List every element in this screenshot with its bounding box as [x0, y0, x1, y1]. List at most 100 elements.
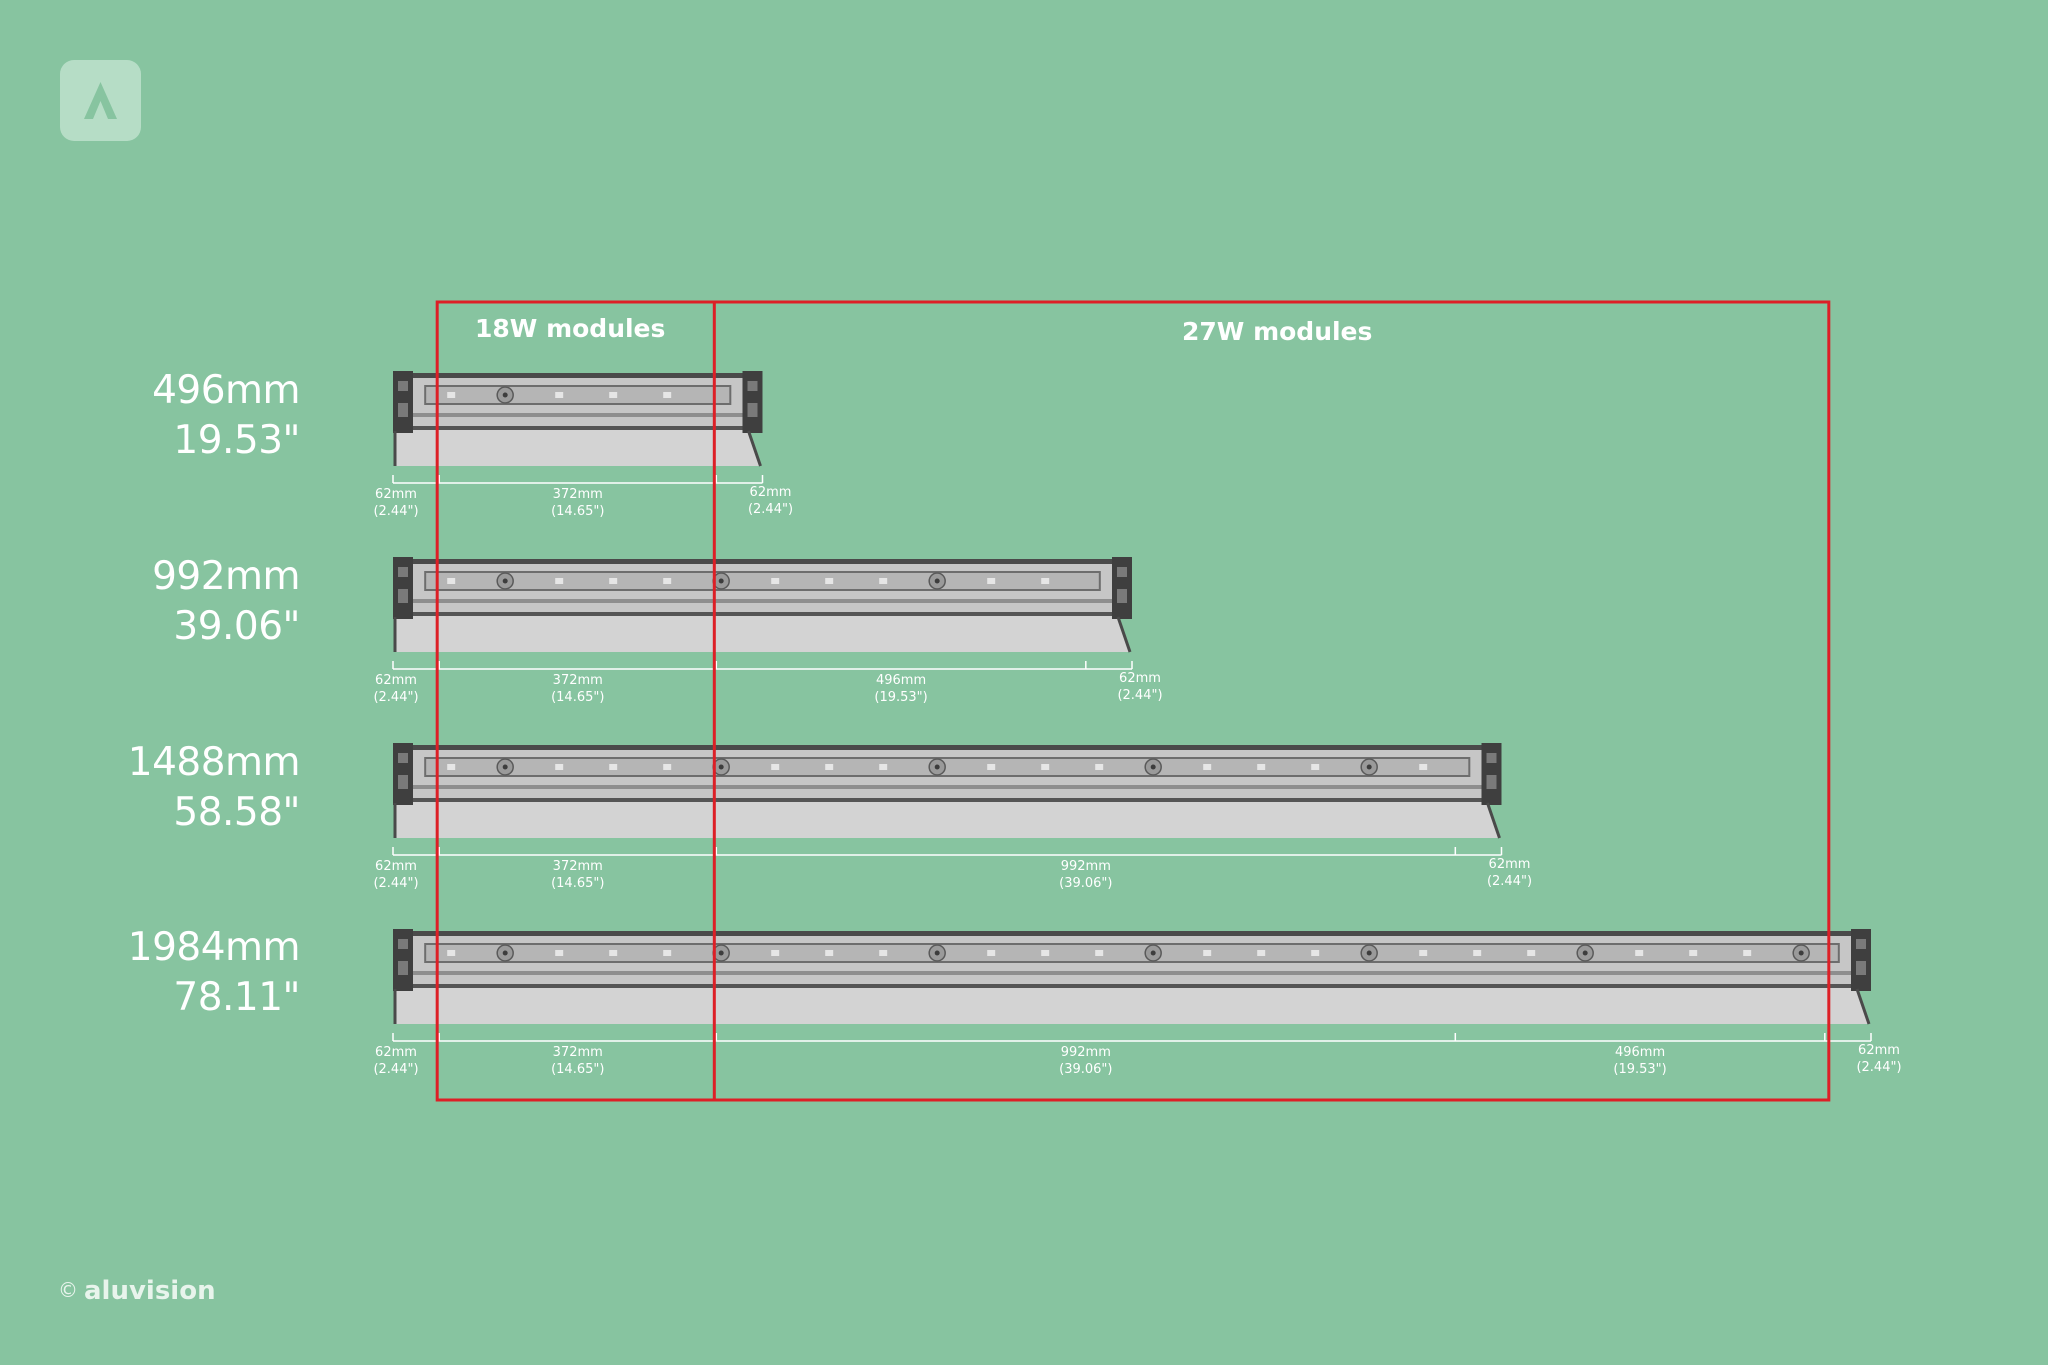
- led-lens-center: [934, 764, 940, 770]
- led-chip: [825, 578, 834, 584]
- rail-bottom-edge: [393, 426, 763, 430]
- fixture-length-inch: 19.53": [173, 418, 300, 463]
- led-chip: [555, 578, 564, 584]
- led-strip: [424, 943, 1840, 963]
- led-lens-center: [502, 950, 508, 956]
- led-chip: [609, 764, 618, 770]
- end-cap: [742, 371, 763, 433]
- dimension-line: [392, 847, 1503, 856]
- end-cap-slot: [1856, 961, 1866, 975]
- panel-edge: [747, 430, 762, 467]
- copyright-symbol: ©: [58, 1278, 78, 1302]
- segment-length-mm: 62mm: [1119, 671, 1161, 686]
- segment-length-mm: 992mm: [1060, 1045, 1111, 1060]
- led-chip: [1473, 950, 1482, 956]
- led-chip: [1203, 764, 1212, 770]
- led-chip: [609, 578, 618, 584]
- segment-length-inch: (2.44"): [373, 876, 419, 891]
- end-cap-slot: [398, 589, 408, 603]
- brand-wordmark: aluvision: [84, 1276, 216, 1306]
- segment-length-inch: (14.65"): [551, 876, 605, 891]
- led-strip: [424, 571, 1101, 591]
- led-lens-center: [1150, 764, 1156, 770]
- led-lens-center: [934, 578, 940, 584]
- led-chip: [1257, 950, 1266, 956]
- rail-groove: [393, 971, 1871, 975]
- led-lens-center: [1798, 950, 1804, 956]
- led-chip: [987, 950, 996, 956]
- group-title-18w: 18W modules: [475, 314, 666, 343]
- fixture-size-label: 1984mm 78.11": [128, 923, 301, 1023]
- led-lens-center: [502, 578, 508, 584]
- segment-length-mm: 62mm: [375, 859, 417, 874]
- led-chip: [1419, 764, 1428, 770]
- dimension-line: [392, 475, 764, 484]
- led-chip: [1041, 950, 1050, 956]
- dimension-line: [392, 1033, 1872, 1042]
- end-cap-slot: [1856, 939, 1866, 949]
- rail-top-edge: [393, 745, 1502, 750]
- end-cap-slot: [398, 961, 408, 975]
- led-chip: [1743, 950, 1752, 956]
- segment-length-inch: (39.06"): [1059, 1062, 1113, 1077]
- fixture-size-label: 1488mm 58.58": [128, 738, 301, 838]
- led-chip: [1527, 950, 1536, 956]
- segment-length-mm: 62mm: [375, 1045, 417, 1060]
- panel-edge: [1116, 616, 1132, 653]
- rail-bottom-edge: [393, 798, 1502, 802]
- segment-length-inch: (2.44"): [1486, 874, 1533, 889]
- led-chip: [771, 950, 780, 956]
- segment-dimension-label: 62mm(2.44"): [1856, 1042, 1901, 1076]
- led-chip: [1041, 578, 1050, 584]
- diffuser-panel: [395, 616, 1130, 652]
- rail-top-edge: [393, 931, 1871, 936]
- segment-dimension-label: 496mm (19.53"): [1613, 1044, 1666, 1078]
- aluvision-a-logo-icon: [84, 82, 117, 119]
- led-lens-center: [718, 950, 724, 956]
- end-cap: [393, 557, 413, 619]
- led-lens-center: [934, 950, 940, 956]
- diffuser-panel: [395, 802, 1500, 838]
- rail-groove: [393, 785, 1502, 789]
- led-strip: [424, 385, 732, 405]
- segment-length-inch: (14.65"): [551, 504, 605, 519]
- end-cap: [393, 743, 413, 805]
- aluvision-logo-tile: [60, 60, 141, 141]
- rail-bottom-edge: [393, 984, 1871, 988]
- led-chip: [879, 950, 888, 956]
- segment-length-inch: (2.44"): [747, 502, 794, 517]
- led-chip: [447, 764, 456, 770]
- segment-dimension-label: 62mm(2.44"): [373, 486, 418, 520]
- panel-edge: [1855, 988, 1871, 1025]
- led-chip: [1257, 764, 1266, 770]
- led-chip: [555, 764, 564, 770]
- fixture-size-label: 992mm 39.06": [152, 552, 300, 652]
- segment-dimension-label: 372mm(14.65"): [551, 1044, 604, 1078]
- segment-length-mm: 62mm: [375, 487, 417, 502]
- segment-length-mm: 62mm: [749, 485, 792, 500]
- segment-length-mm: 496mm: [1614, 1045, 1666, 1060]
- dimension-line: [392, 661, 1133, 670]
- segment-length-inch: (2.44"): [1856, 1060, 1902, 1075]
- led-chip: [771, 578, 780, 584]
- end-cap-slot: [1486, 753, 1497, 763]
- led-chip: [555, 392, 564, 398]
- led-lens-center: [502, 392, 508, 398]
- led-chip: [663, 950, 672, 956]
- led-chip: [1419, 950, 1428, 956]
- copyright-notice: ©aluvision: [58, 1276, 216, 1306]
- segment-length-mm: 62mm: [1488, 857, 1531, 872]
- segment-length-inch: (19.53"): [1613, 1062, 1667, 1077]
- rail-top-edge: [393, 559, 1132, 564]
- diffuser-panel: [395, 988, 1869, 1024]
- led-lens-center: [718, 764, 724, 770]
- fixture-length-inch: 39.06": [173, 604, 300, 649]
- segment-length-mm: 992mm: [1060, 859, 1111, 874]
- end-cap-slot: [747, 403, 758, 417]
- led-chip: [825, 950, 834, 956]
- segment-length-mm: 496mm: [875, 673, 927, 688]
- led-lens-center: [1150, 950, 1156, 956]
- end-cap-slot: [398, 939, 408, 949]
